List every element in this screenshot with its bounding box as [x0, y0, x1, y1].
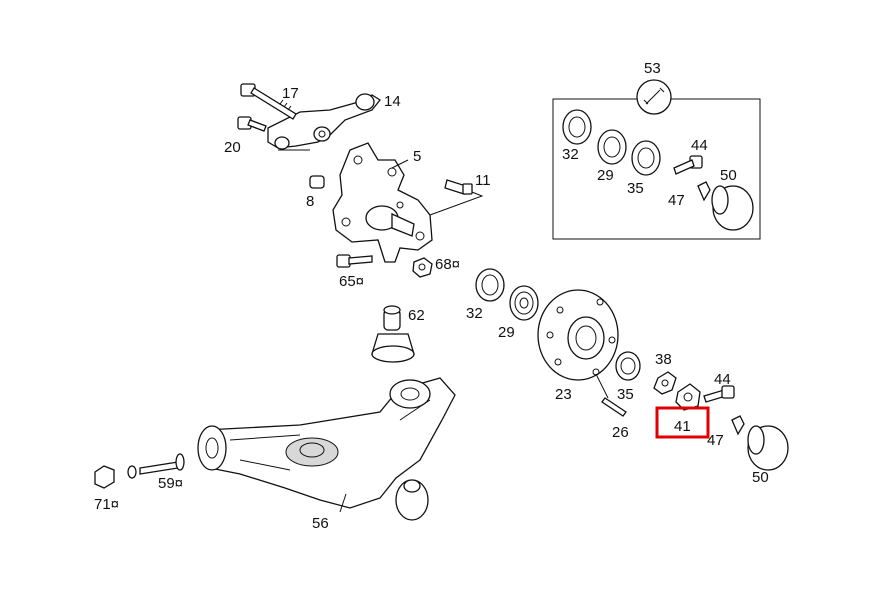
leader-26	[595, 373, 609, 399]
kit-label-29: 29	[597, 167, 614, 184]
kit-grease-cap-50	[711, 185, 754, 231]
bolt-65	[336, 254, 373, 268]
nut-71	[94, 465, 115, 489]
label-53: 53	[644, 60, 661, 77]
kit-bearing-35	[631, 140, 661, 176]
grease-cap-50	[747, 425, 789, 471]
leader-11	[429, 191, 484, 216]
label-17: 17	[282, 85, 299, 102]
kit-label-44: 44	[691, 137, 708, 154]
label-26: 26	[612, 424, 629, 441]
kit-screw-44	[673, 155, 703, 175]
label-44: 44	[714, 371, 731, 388]
clamp-nut-41	[675, 383, 701, 411]
label-11: 11	[475, 172, 491, 189]
kit-bearing-29	[597, 129, 627, 165]
bolt-20	[237, 116, 267, 132]
ball-joint-62	[371, 305, 415, 363]
kit-label-35: 35	[627, 180, 644, 197]
bolt-11	[444, 179, 473, 195]
nut-68	[412, 257, 433, 278]
label-35: 35	[617, 386, 634, 403]
kit-label-32: 32	[562, 146, 579, 163]
label-68: 68¤	[435, 256, 460, 273]
lower-control-arm-56	[197, 377, 456, 521]
label-20: 20	[224, 139, 241, 156]
label-47: 47	[707, 432, 724, 449]
upper-control-arm-14	[267, 93, 381, 150]
label-71: 71¤	[94, 496, 119, 513]
clip-47	[731, 415, 745, 436]
kit-label-47: 47	[668, 192, 685, 209]
label-62: 62	[408, 307, 425, 324]
kit-clip-47	[697, 181, 711, 202]
washer-38	[653, 371, 677, 395]
leader-56	[339, 493, 347, 513]
label-38: 38	[655, 351, 672, 368]
bearing-29	[509, 285, 539, 321]
label-23: 23	[555, 386, 572, 403]
label-32: 32	[466, 305, 483, 322]
label-14: 14	[384, 93, 401, 110]
label-50: 50	[752, 469, 769, 486]
label-8: 8	[306, 193, 314, 210]
label-65: 65¤	[339, 273, 364, 290]
label-5: 5	[413, 148, 421, 165]
bearing-35	[615, 351, 641, 381]
label-59: 59¤	[158, 475, 183, 492]
screw-44	[703, 385, 735, 403]
highlight-box-41	[655, 406, 710, 439]
seal-32	[475, 268, 505, 302]
bolt-17	[240, 83, 297, 120]
label-29: 29	[498, 324, 515, 341]
label-56: 56	[312, 515, 329, 532]
nut-8	[309, 175, 325, 189]
kit-box-53	[552, 79, 761, 240]
kit-seal-32	[562, 109, 592, 145]
pin-26	[601, 397, 627, 417]
wheel-hub-23	[537, 289, 619, 381]
bolt-59	[127, 453, 185, 479]
leader-5	[391, 159, 409, 169]
kit-label-50: 50	[720, 167, 737, 184]
wrench-icon	[643, 87, 665, 105]
label-41: 41	[674, 418, 691, 435]
